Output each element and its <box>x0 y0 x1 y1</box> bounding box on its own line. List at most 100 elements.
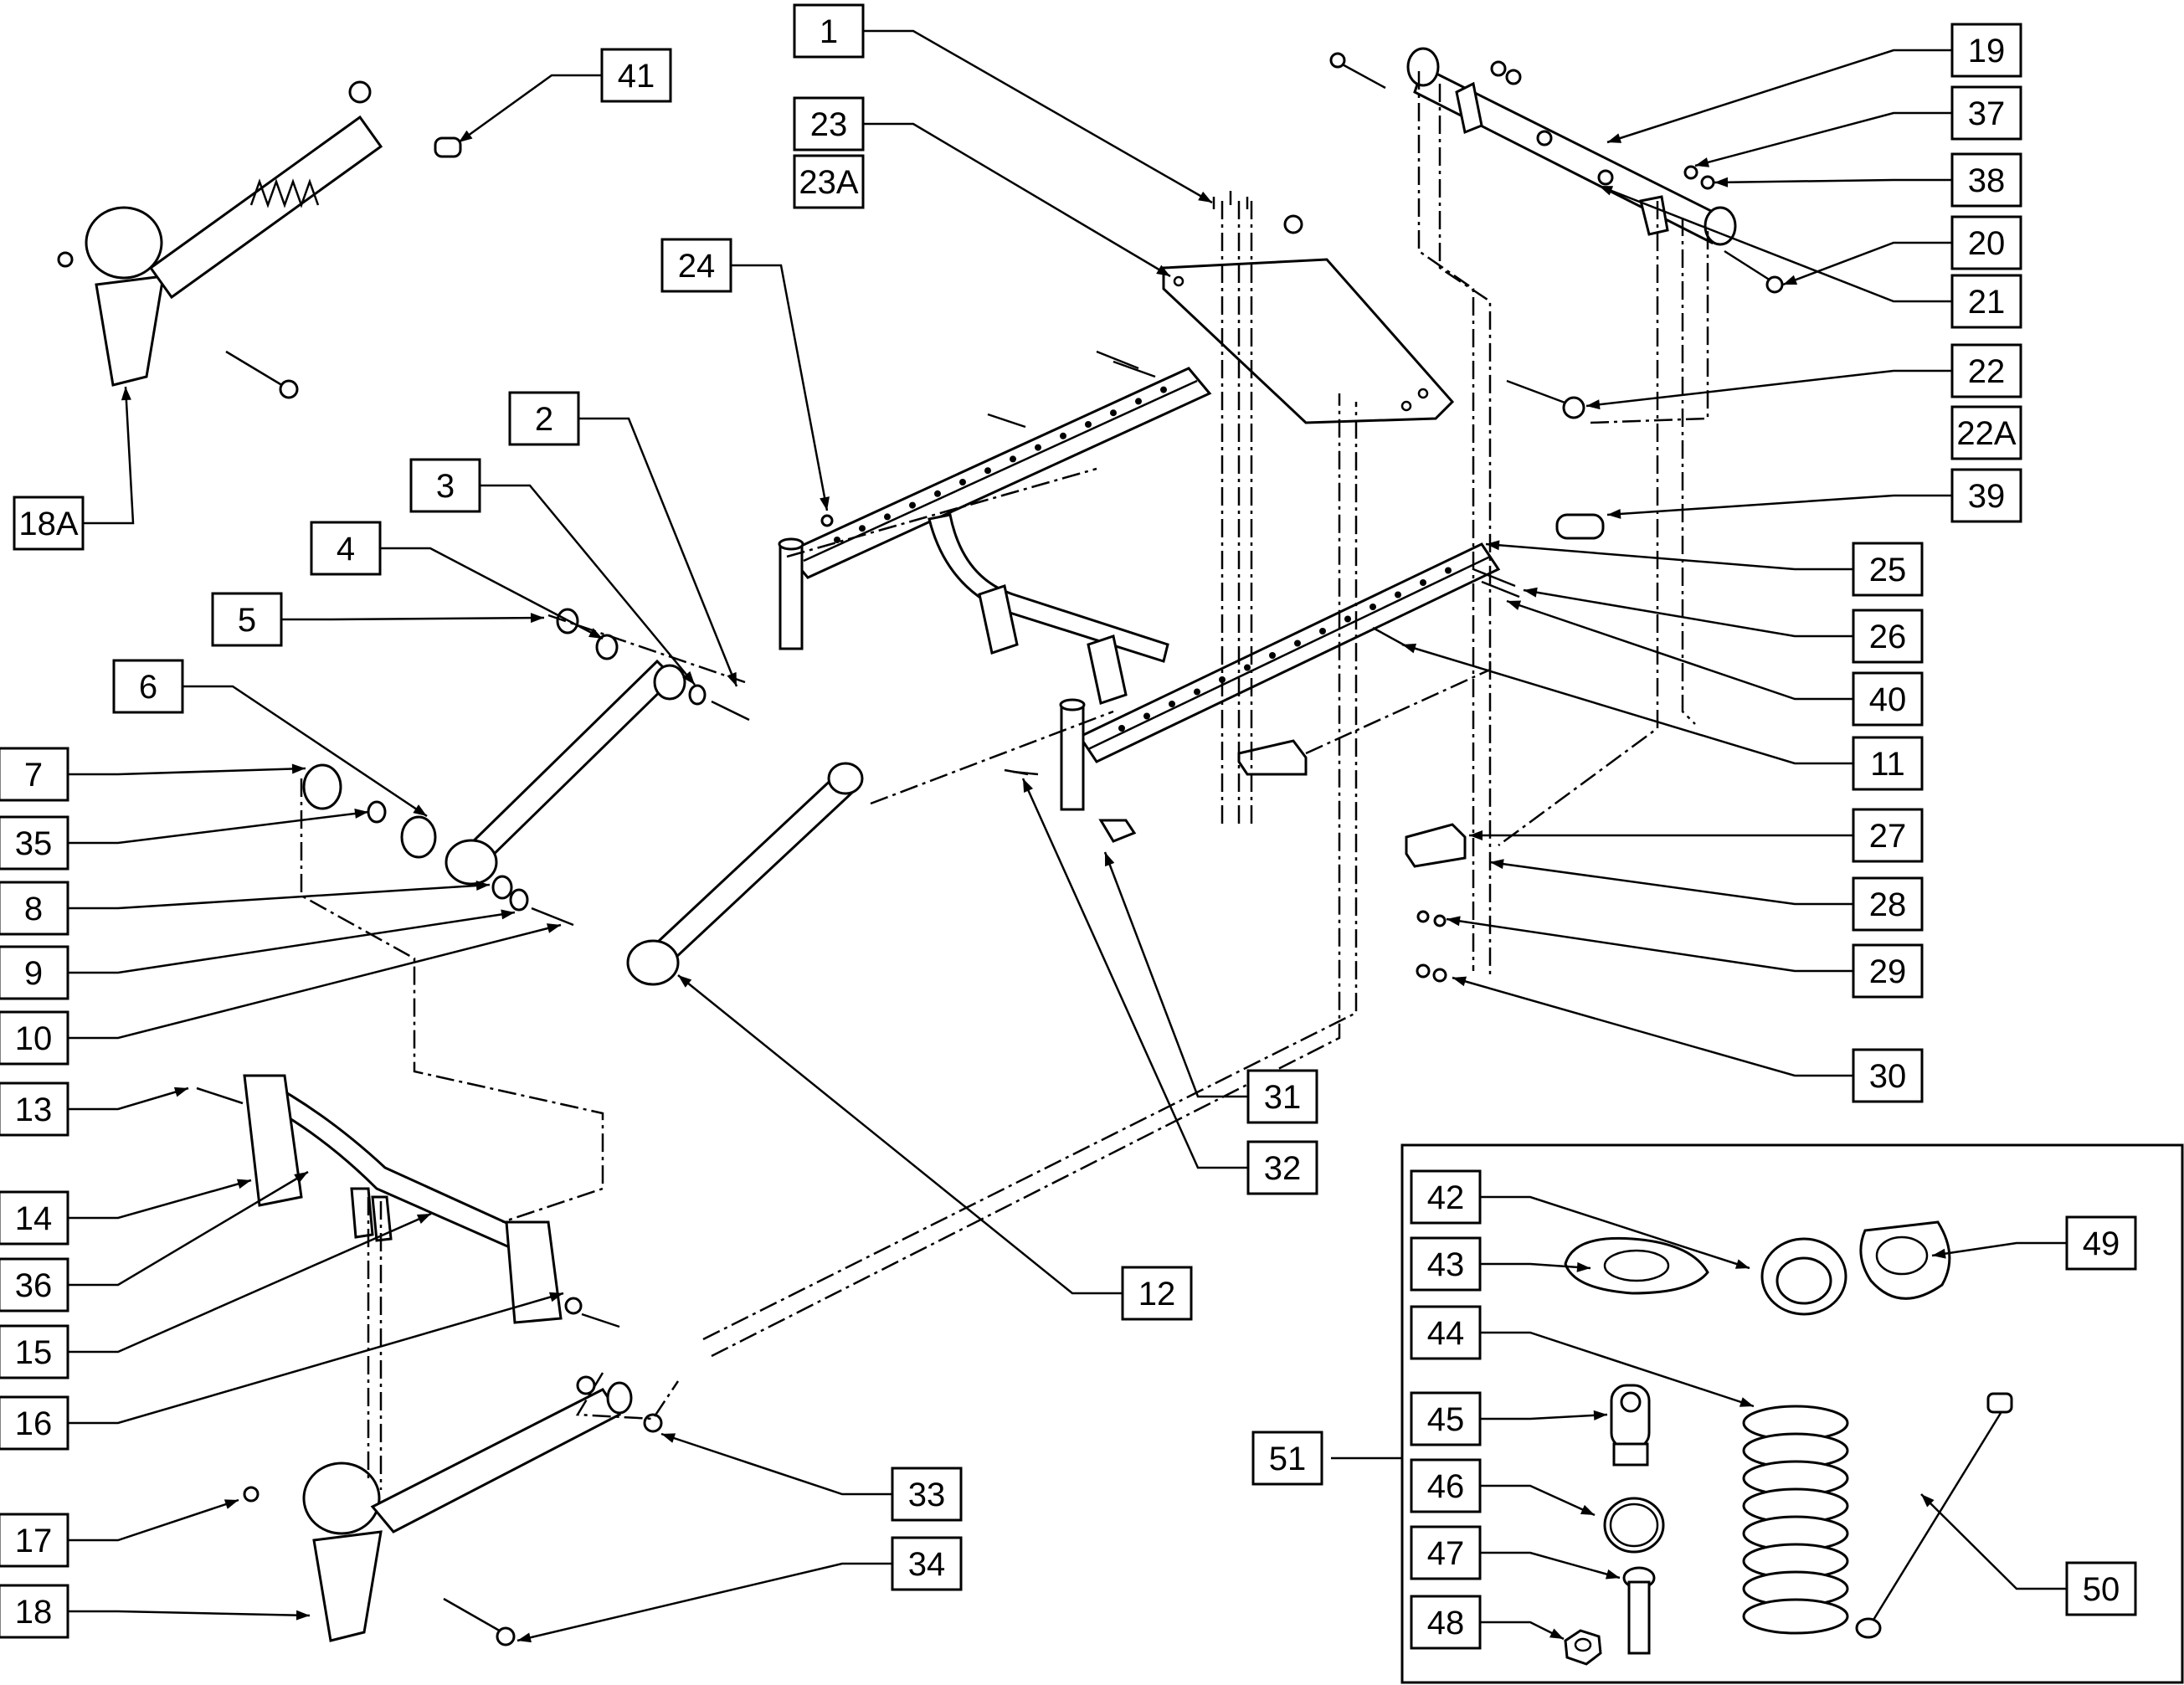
callout-box <box>1410 1169 1482 1225</box>
frame-hole <box>1294 640 1301 647</box>
callout-box <box>1852 736 1924 791</box>
callout-label: 26 <box>1869 619 1907 655</box>
frame-seat-post-left <box>778 537 804 650</box>
callout-box <box>793 3 865 59</box>
callout-label: 4 <box>337 531 355 568</box>
callout-c28: 28 <box>1852 876 1924 932</box>
frame-hole <box>834 537 840 543</box>
arrowhead-c31 <box>1105 852 1115 867</box>
arrowhead-c46 <box>1580 1504 1595 1515</box>
arrowhead-c1 <box>1198 191 1212 203</box>
callout-box <box>1251 1431 1323 1486</box>
callout-c49: 49 <box>2065 1215 2137 1271</box>
callout-c17: 17 <box>0 1513 69 1568</box>
callout-box <box>0 815 69 871</box>
leader-line-c17 <box>68 1498 239 1542</box>
callout-box <box>1950 85 2022 141</box>
arrowhead-c25 <box>1486 540 1500 551</box>
callout-label: 42 <box>1427 1179 1465 1216</box>
callout-label: 3 <box>436 468 455 505</box>
callout-c15: 15 <box>0 1324 69 1379</box>
frame-hole <box>909 501 916 509</box>
top-bar <box>1406 47 1737 246</box>
callout-c35: 35 <box>0 815 69 871</box>
arrowhead-c13 <box>173 1087 188 1097</box>
arrowhead-c26 <box>1524 587 1538 598</box>
leader-line-c5 <box>281 616 545 621</box>
frame-hole <box>1110 409 1117 417</box>
leader-line-c22 <box>1585 369 1952 408</box>
assembly-lines <box>300 71 1709 1490</box>
leader-line-c13 <box>68 1087 189 1111</box>
arrowhead-c21 <box>1599 186 1614 196</box>
callout-c20: 20 <box>1950 215 2022 270</box>
kit-part-49-clamp <box>1859 1220 1951 1300</box>
arrowhead-c30 <box>1452 976 1467 987</box>
clamp-blocks <box>1004 513 1605 983</box>
arrowhead-c3 <box>682 670 695 685</box>
kit-part-50-rod <box>1855 1392 2013 1639</box>
callout-box <box>1852 542 1924 597</box>
callout-c12: 12 <box>1121 1266 1193 1321</box>
callout-label: 41 <box>618 58 655 95</box>
callout-label: 27 <box>1869 818 1907 855</box>
frame-hole <box>1319 628 1326 634</box>
frame-hole <box>1445 567 1452 574</box>
arrowhead-c4 <box>588 628 603 639</box>
callout-labels: 12323A24234564118A7358910131436151617181… <box>0 3 2137 1650</box>
leader-line-c31 <box>1103 851 1248 1098</box>
arrowhead-c19 <box>1607 133 1622 143</box>
frame-hole <box>1118 725 1125 732</box>
callout-box <box>1950 343 2022 398</box>
callout-c43: 43 <box>1410 1236 1482 1292</box>
callout-label: 45 <box>1427 1401 1465 1438</box>
arrowhead-c44 <box>1739 1397 1754 1407</box>
callout-c24: 24 <box>660 238 732 293</box>
callout-box <box>1410 1236 1482 1292</box>
callout-label: 18 <box>15 1594 53 1631</box>
callout-box <box>0 881 69 936</box>
callout-label: 12 <box>1138 1276 1176 1313</box>
leader-line-c28 <box>1489 860 1853 906</box>
leader-line-c14 <box>68 1179 252 1220</box>
callout-c19: 19 <box>1950 23 2022 78</box>
leader-line-c29 <box>1446 917 1853 973</box>
kit-part-46-ring <box>1603 1497 1665 1554</box>
frame-hole <box>1194 688 1200 696</box>
kit-box <box>1400 1143 2184 1684</box>
callout-c29: 29 <box>1852 943 1924 999</box>
leader-line-c43 <box>1480 1262 1591 1270</box>
callout-label: 1 <box>820 13 838 50</box>
callout-box <box>0 1395 69 1451</box>
callout-c48: 48 <box>1410 1595 1482 1650</box>
callout-c37: 37 <box>1950 85 2022 141</box>
leader-line-c18 <box>68 1610 311 1617</box>
frame-brackets <box>978 584 1128 705</box>
callout-label: 32 <box>1264 1150 1302 1187</box>
callout-box <box>1121 1266 1193 1321</box>
callout-c23: 23 <box>793 96 865 152</box>
callout-c41: 41 <box>600 48 672 103</box>
leader-line-c20 <box>1782 241 1952 286</box>
callout-box <box>600 48 672 103</box>
callout-c36: 36 <box>0 1257 69 1313</box>
callout-label: 23 <box>810 106 848 143</box>
callout-label: 34 <box>908 1546 946 1583</box>
kit-part-47-bolt <box>1622 1566 1656 1655</box>
callout-c22a: 22A <box>1950 405 2022 460</box>
callout-c51: 51 <box>1251 1431 1323 1486</box>
callout-label: 15 <box>15 1334 53 1371</box>
callout-c2: 2 <box>508 391 580 446</box>
callout-c1: 1 <box>793 3 865 59</box>
callout-c18: 18 <box>0 1584 69 1639</box>
arrowhead-c34 <box>517 1632 532 1643</box>
callout-c27: 27 <box>1852 808 1924 863</box>
arrowhead-c35 <box>354 809 368 819</box>
leader-line-c18a <box>83 386 135 525</box>
arrowhead-c40 <box>1507 600 1522 610</box>
front-axle-beam <box>196 1074 620 1328</box>
callout-c13: 13 <box>0 1081 69 1137</box>
callout-c50: 50 <box>2065 1561 2137 1616</box>
kit-part-42-collar <box>1760 1237 1847 1316</box>
callout-c21: 21 <box>1950 274 2022 329</box>
